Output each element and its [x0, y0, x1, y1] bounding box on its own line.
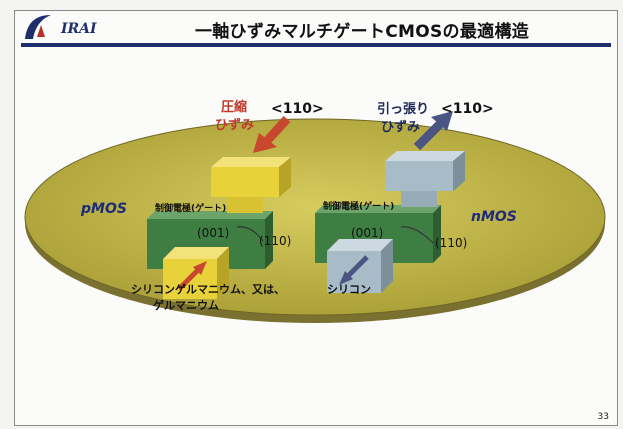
nmos-material-label: シリコン — [327, 283, 371, 296]
nmos-side-label: (110) — [435, 236, 467, 250]
pmos-label: pMOS — [80, 201, 127, 217]
nmos-gate-label: 制御電極(ゲート) — [323, 200, 394, 212]
nmos-strain-label-2: ひずみ — [381, 119, 420, 135]
page-number: 33 — [597, 412, 609, 422]
pmos-material-label-2: ゲルマニウム — [153, 298, 219, 312]
slide-title: 一軸ひずみマルチゲートCMOSの最適構造 — [194, 22, 530, 42]
pmos-gate-label: 制御電極(ゲート) — [155, 202, 226, 214]
nmos-110-pointer — [400, 226, 434, 244]
pmos-surface-label: (001) — [197, 226, 229, 240]
compressive-stress-arrow — [253, 115, 291, 153]
pmos-110-pointer — [236, 226, 264, 242]
pmos-fin-top — [211, 157, 291, 213]
pmos-fin-arrow — [177, 261, 207, 291]
nmos-strain-label-1: 引っ張り — [377, 102, 429, 117]
nmos-direction-label: <110> — [441, 101, 494, 117]
tensile-stress-arrow — [413, 111, 453, 151]
nmos-fin-arrow — [339, 255, 369, 285]
pmos-fin-front — [163, 247, 229, 299]
logo-mark-icon — [25, 15, 51, 39]
pmos-strain-label-1: 圧縮 — [221, 99, 247, 115]
irai-logo: IRAI — [21, 13, 105, 41]
header-rule — [21, 43, 611, 47]
pmos-material-label-1: シリコンゲルマニウム、又は、 — [131, 282, 285, 296]
logo-text: IRAI — [61, 21, 97, 37]
pmos-direction-label: <110> — [271, 101, 324, 117]
slide: IRAI 一軸ひずみマルチゲートCMOSの最適構造 — [14, 10, 618, 426]
diagram: 圧縮 ひずみ <110> 引っ張り ひずみ <110> pMOS nMOS 制御… — [24, 99, 606, 323]
pmos-strain-label-2: ひずみ — [215, 117, 254, 133]
nmos-label: nMOS — [471, 209, 517, 225]
slide-header: IRAI 一軸ひずみマルチゲートCMOSの最適構造 — [15, 11, 617, 43]
nmos-surface-label: (001) — [351, 226, 383, 240]
pmos-side-label: (110) — [259, 234, 291, 248]
nmos-fin-top — [385, 151, 465, 207]
